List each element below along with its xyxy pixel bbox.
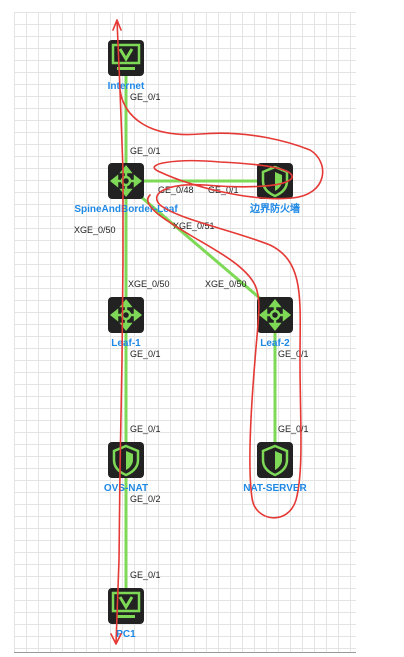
port-label: GE_0/1 (130, 146, 161, 156)
firewall-label: 边界防火墙 (249, 202, 300, 215)
spine-label: SpineAndBorder-Leaf (74, 204, 178, 215)
port-label: GE_0/1 (208, 185, 239, 195)
port-label: GE_0/1 (278, 424, 309, 434)
leaf1-label: Leaf-1 (111, 338, 141, 349)
port-label: XGE_0/51 (173, 221, 215, 231)
leaf1-switch-icon[interactable] (108, 297, 144, 333)
port-label: GE_0/1 (130, 92, 161, 102)
natserver-label: NAT-SERVER (243, 483, 307, 494)
leaf2-label: Leaf-2 (260, 338, 290, 349)
grid-canvas (14, 12, 356, 652)
pc1-monitor-icon[interactable] (108, 588, 144, 624)
port-label: GE_0/1 (130, 349, 161, 359)
port-label: GE_0/48 (158, 185, 194, 195)
ovsnat-shield-icon[interactable] (108, 442, 144, 478)
natserver-shield-icon[interactable] (257, 442, 293, 478)
internet-label: Internet (108, 81, 145, 92)
pc1-label: PC1 (116, 629, 136, 640)
port-label: GE_0/1 (130, 424, 161, 434)
ovsnat-label: OVS-NAT (104, 483, 148, 494)
port-label: XGE_0/50 (74, 225, 116, 235)
port-label: GE_0/1 (278, 349, 309, 359)
link-spine-leaf2 (139, 194, 263, 302)
port-label: GE_0/1 (130, 570, 161, 580)
internet-monitor-icon[interactable] (108, 40, 144, 76)
leaf2-switch-icon[interactable] (257, 297, 293, 333)
port-label: GE_0/2 (130, 494, 161, 504)
canvas-bottom-border (14, 652, 356, 653)
spine-switch-icon[interactable] (108, 163, 144, 199)
port-label: XGE_0/50 (205, 279, 247, 289)
port-label: XGE_0/50 (128, 279, 170, 289)
traffic-path-annotation (110, 19, 324, 645)
